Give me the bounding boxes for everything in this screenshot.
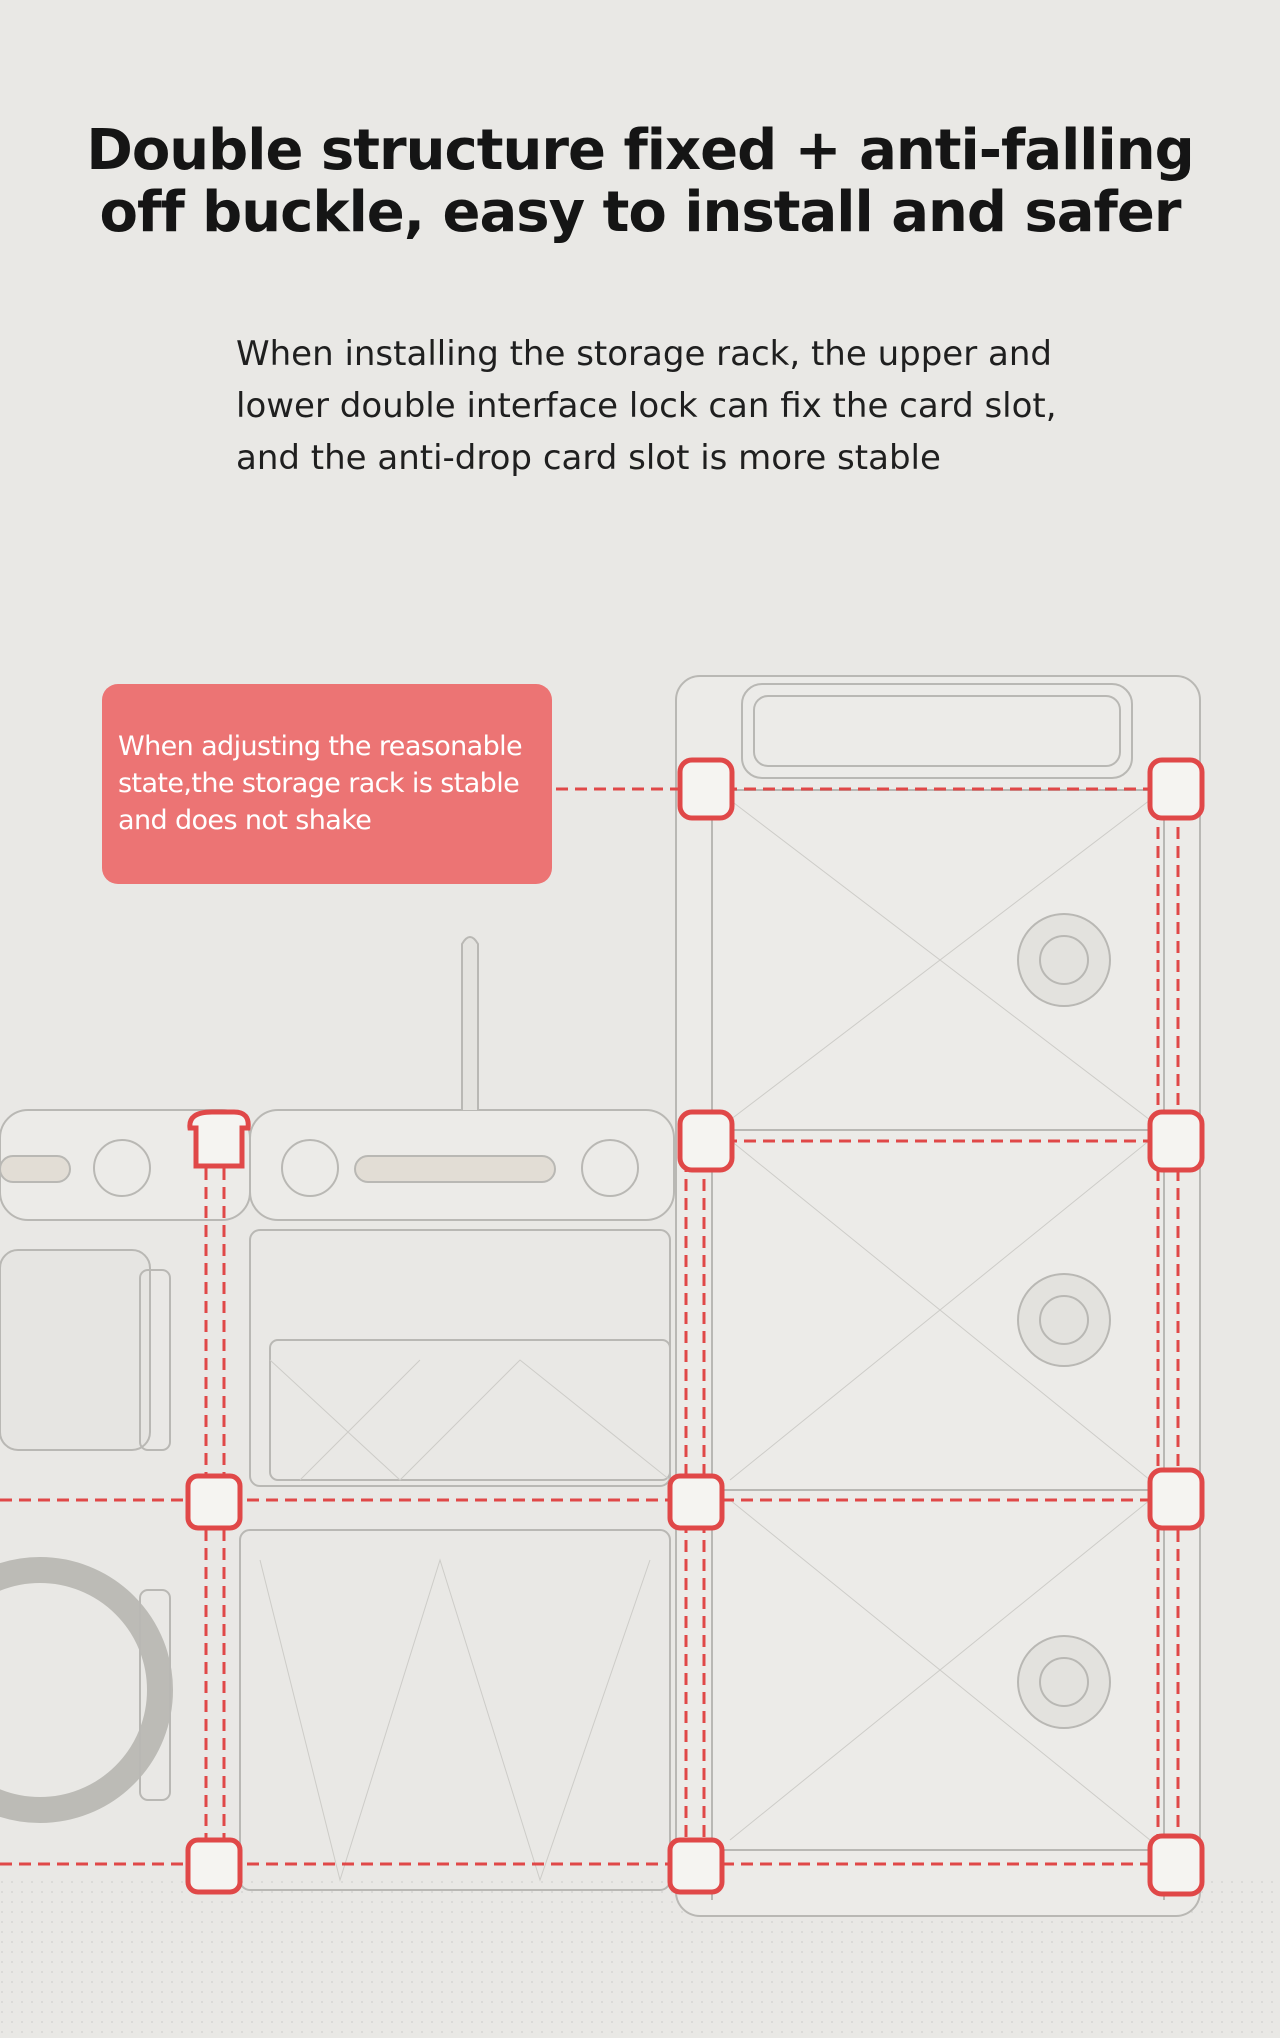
callout-line-2: state,the storage rack is stable bbox=[118, 768, 520, 799]
headline-line-1: Double structure fixed + anti-falling bbox=[86, 118, 1194, 183]
connector-nodes bbox=[185, 757, 1205, 1897]
description: When installing the storage rack, the up… bbox=[236, 328, 1096, 484]
headline-line-2: off buckle, easy to install and safer bbox=[99, 180, 1181, 245]
description-line-3: and the anti-drop card slot is more stab… bbox=[236, 438, 941, 478]
rack-wireframe bbox=[0, 675, 1201, 1917]
callout-line-3: and does not shake bbox=[118, 805, 372, 836]
description-line-2: lower double interface lock can fix the … bbox=[236, 386, 1057, 426]
description-line-1: When installing the storage rack, the up… bbox=[236, 334, 1052, 374]
callout-line-1: When adjusting the reasonable bbox=[118, 731, 523, 762]
headline: Double structure fixed + anti-falling of… bbox=[0, 120, 1280, 244]
callout-text: When adjusting the reasonable state,the … bbox=[118, 728, 548, 839]
callout-box: When adjusting the reasonable state,the … bbox=[102, 684, 552, 884]
